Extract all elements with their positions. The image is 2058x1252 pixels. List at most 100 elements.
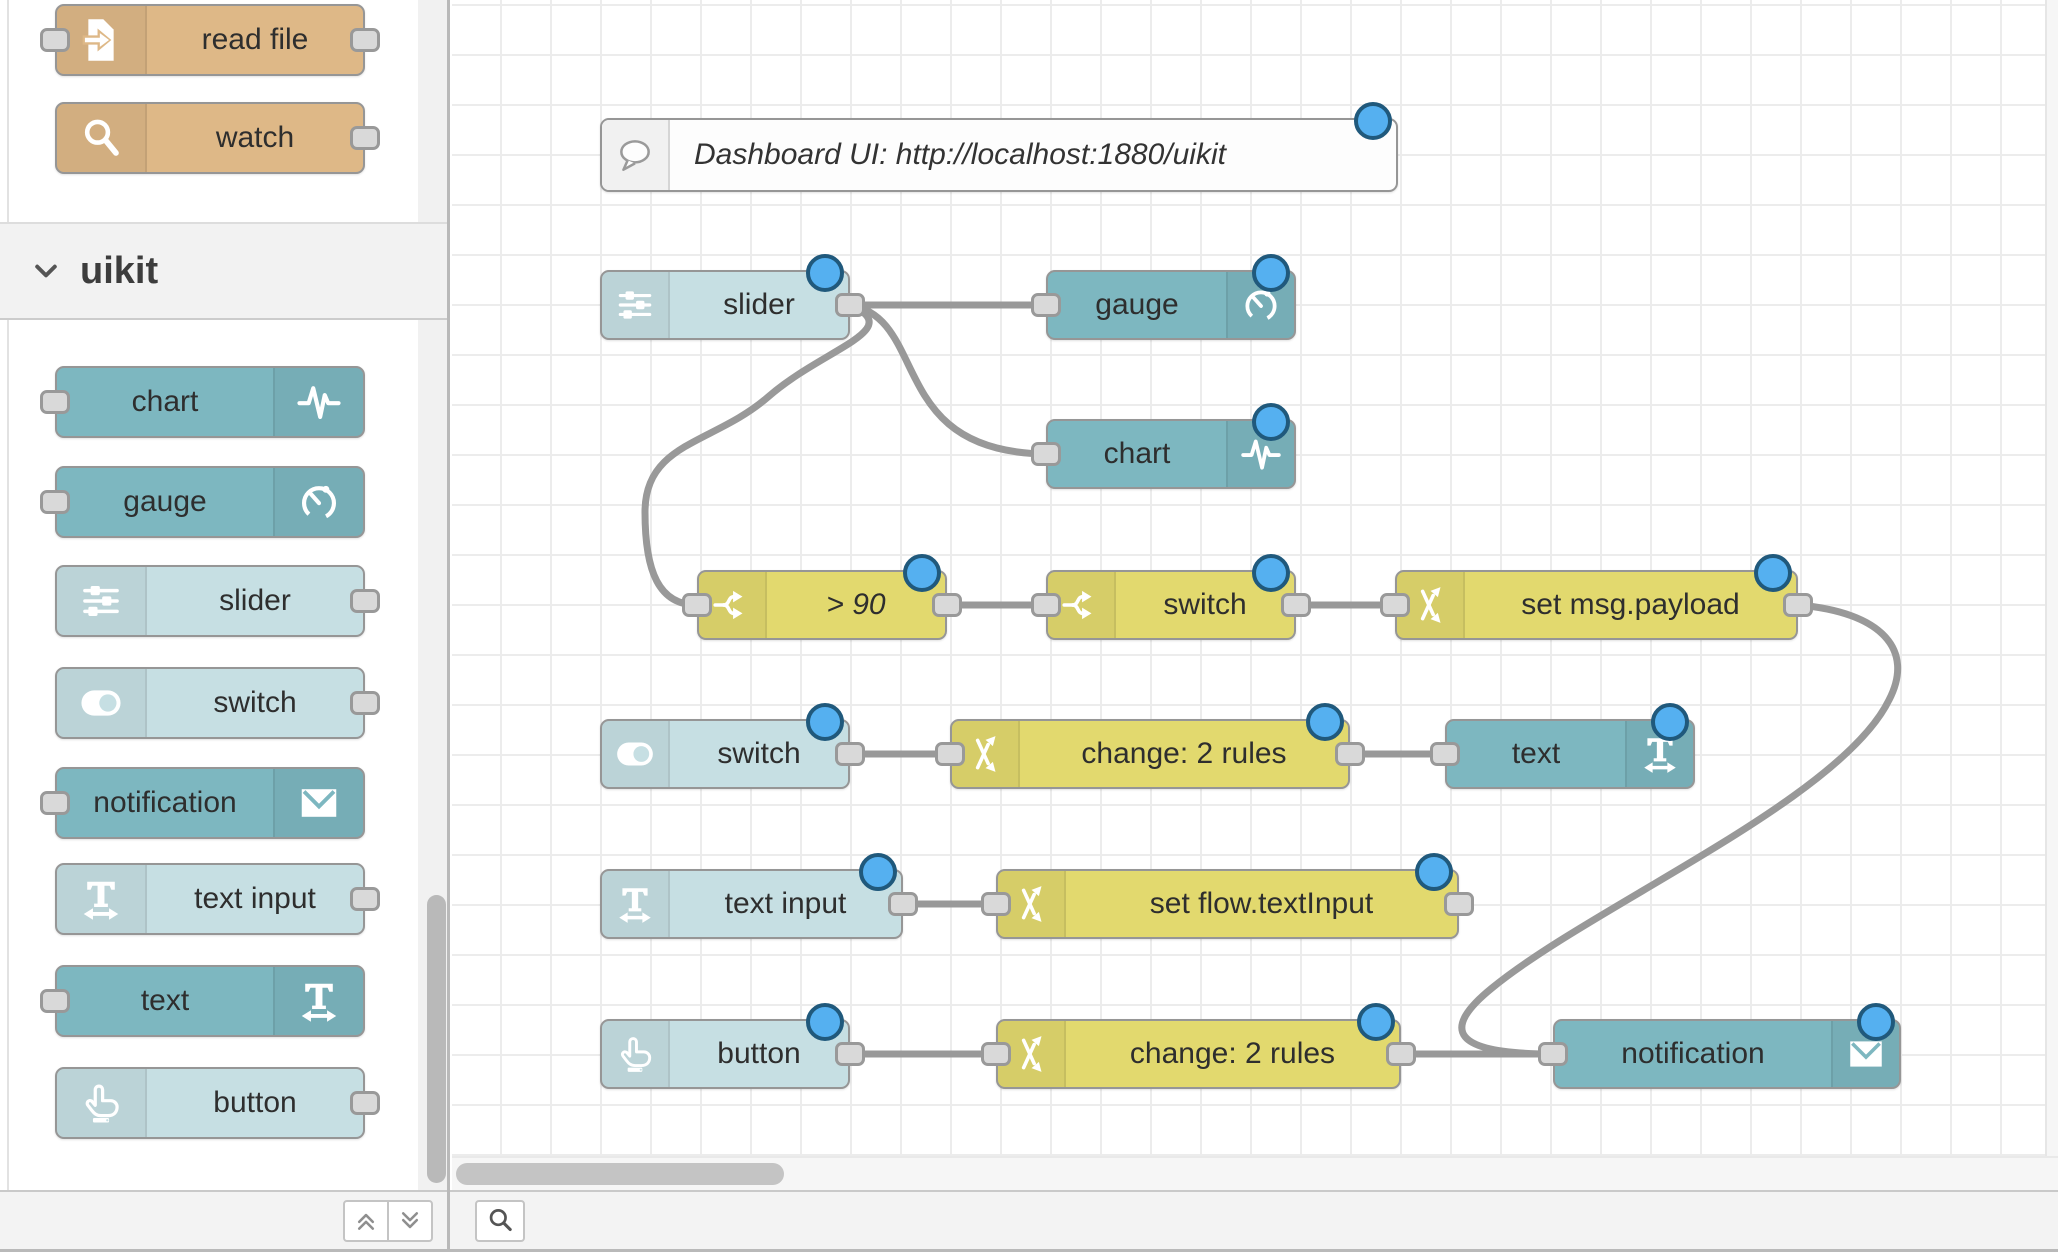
canvas-node-gauge[interactable]: gauge	[1031, 254, 1296, 340]
node-label: switch	[213, 686, 297, 719]
collapse-all-button[interactable]	[343, 1200, 389, 1242]
palette-node-read-file[interactable]: read file	[40, 4, 380, 76]
wire-slider-chart[interactable]	[846, 301, 1050, 458]
port-in[interactable]	[1380, 593, 1410, 617]
port-out[interactable]	[835, 293, 865, 317]
wire-setpayload-notification[interactable]	[1458, 601, 1902, 1058]
port-out[interactable]	[888, 892, 918, 916]
icon-region	[602, 871, 670, 937]
palette-scrollbar-thumb[interactable]	[427, 895, 446, 1183]
port-out[interactable]	[1335, 742, 1365, 766]
search-icon	[78, 115, 124, 161]
canvas-vertical-scrollbar-track[interactable]	[2045, 0, 2058, 1158]
canvas-node-setflow[interactable]: set flow.textInput	[981, 853, 1474, 939]
palette-node-text-input[interactable]: text input	[55, 863, 380, 935]
node-label: set flow.textInput	[1149, 887, 1374, 920]
palette-footer	[0, 1190, 447, 1252]
palette-node-text[interactable]: text	[40, 965, 365, 1037]
node-label: Dashboard UI: http://localhost:1880/uiki…	[694, 138, 1226, 171]
port-in[interactable]	[40, 989, 70, 1013]
node-label: text input	[194, 882, 316, 915]
node-label: read file	[201, 23, 309, 56]
node-label: notification	[1621, 1037, 1765, 1070]
envelope-icon	[1845, 1033, 1887, 1075]
node-label: button	[213, 1086, 297, 1119]
flow-canvas[interactable]: Dashboard UI: http://localhost:1880/uiki…	[452, 0, 2058, 1252]
port-in[interactable]	[40, 490, 70, 514]
canvas-node-gt90[interactable]: > 90	[682, 554, 962, 640]
expand-all-button[interactable]	[387, 1200, 433, 1242]
palette-node-gauge[interactable]: gauge	[40, 466, 365, 538]
slider-icon	[614, 284, 656, 326]
palette-node-notification[interactable]: notification	[40, 767, 365, 839]
canvas-node-button[interactable]: button	[600, 1003, 865, 1089]
modified-status-dot	[1357, 1003, 1395, 1041]
shuffle-icon	[964, 733, 1006, 775]
port-out[interactable]	[1444, 892, 1474, 916]
palette-node-slider[interactable]: slider	[55, 565, 380, 637]
canvas-horizontal-scrollbar-thumb[interactable]	[456, 1163, 784, 1185]
palette-node-watch[interactable]: watch	[55, 102, 380, 174]
port-out[interactable]	[350, 28, 380, 52]
port-in[interactable]	[40, 791, 70, 815]
canvas-node-uiswitch[interactable]: switch	[600, 703, 865, 789]
palette-canvas-divider[interactable]	[447, 0, 450, 1252]
category-label: uikit	[80, 249, 159, 292]
port-in[interactable]	[1538, 1042, 1568, 1066]
palette-node-switch[interactable]: switch	[55, 667, 380, 739]
palette-node-button[interactable]: button	[55, 1067, 380, 1139]
canvas-horizontal-scrollbar-track[interactable]	[452, 1156, 2058, 1190]
port-out[interactable]	[835, 742, 865, 766]
port-out[interactable]	[350, 126, 380, 150]
node-label: change: 2 rules	[1081, 737, 1287, 770]
pulse-icon	[1240, 433, 1282, 475]
canvas-node-change2[interactable]: change: 2 rules	[981, 1003, 1416, 1089]
icon-region	[57, 669, 147, 737]
port-out[interactable]	[1386, 1042, 1416, 1066]
node-label: slider	[723, 288, 795, 321]
canvas-node-setpayload[interactable]: set msg.payload	[1380, 554, 1813, 640]
port-out[interactable]	[835, 1042, 865, 1066]
port-in[interactable]	[40, 390, 70, 414]
canvas-node-change1[interactable]: change: 2 rules	[935, 703, 1365, 789]
icon-region	[57, 6, 147, 74]
modified-status-dot	[1415, 853, 1453, 891]
port-in[interactable]	[981, 1042, 1011, 1066]
port-out[interactable]	[350, 1091, 380, 1115]
palette: read file watch uikit chart gauge slider switc…	[0, 0, 452, 1252]
port-out[interactable]	[932, 593, 962, 617]
palette-node-chart[interactable]: chart	[40, 366, 365, 438]
canvas-node-notification[interactable]: notification	[1538, 1003, 1901, 1089]
port-in[interactable]	[935, 742, 965, 766]
port-out[interactable]	[350, 887, 380, 911]
icon-region	[952, 721, 1020, 787]
port-in[interactable]	[682, 593, 712, 617]
toggle-icon	[614, 733, 656, 775]
modified-status-dot	[806, 703, 844, 741]
modified-status-dot	[806, 1003, 844, 1041]
canvas-node-chart[interactable]: chart	[1031, 403, 1296, 489]
port-out[interactable]	[1281, 593, 1311, 617]
port-in[interactable]	[981, 892, 1011, 916]
split-icon	[1060, 584, 1102, 626]
search-flows-button[interactable]	[475, 1200, 525, 1242]
port-in[interactable]	[1031, 593, 1061, 617]
node-label: set msg.payload	[1521, 588, 1740, 621]
port-in[interactable]	[1031, 442, 1061, 466]
palette-category-uikit[interactable]: uikit	[0, 222, 447, 320]
port-in[interactable]	[1031, 293, 1061, 317]
canvas-node-comment[interactable]: Dashboard UI: http://localhost:1880/uiki…	[600, 102, 1398, 192]
port-in[interactable]	[1430, 742, 1460, 766]
canvas-node-text[interactable]: text	[1430, 703, 1695, 789]
node-label: gauge	[1095, 288, 1179, 321]
text-width-icon	[1639, 733, 1681, 775]
canvas-node-textinput[interactable]: text input	[600, 853, 918, 939]
search-small-icon	[483, 1204, 517, 1238]
canvas-node-slider[interactable]: slider	[600, 254, 865, 340]
wire-slider-gt90[interactable]	[641, 301, 873, 609]
canvas-node-switch2[interactable]: switch	[1031, 554, 1311, 640]
port-out[interactable]	[1783, 593, 1813, 617]
port-out[interactable]	[350, 691, 380, 715]
port-out[interactable]	[350, 589, 380, 613]
port-in[interactable]	[40, 28, 70, 52]
